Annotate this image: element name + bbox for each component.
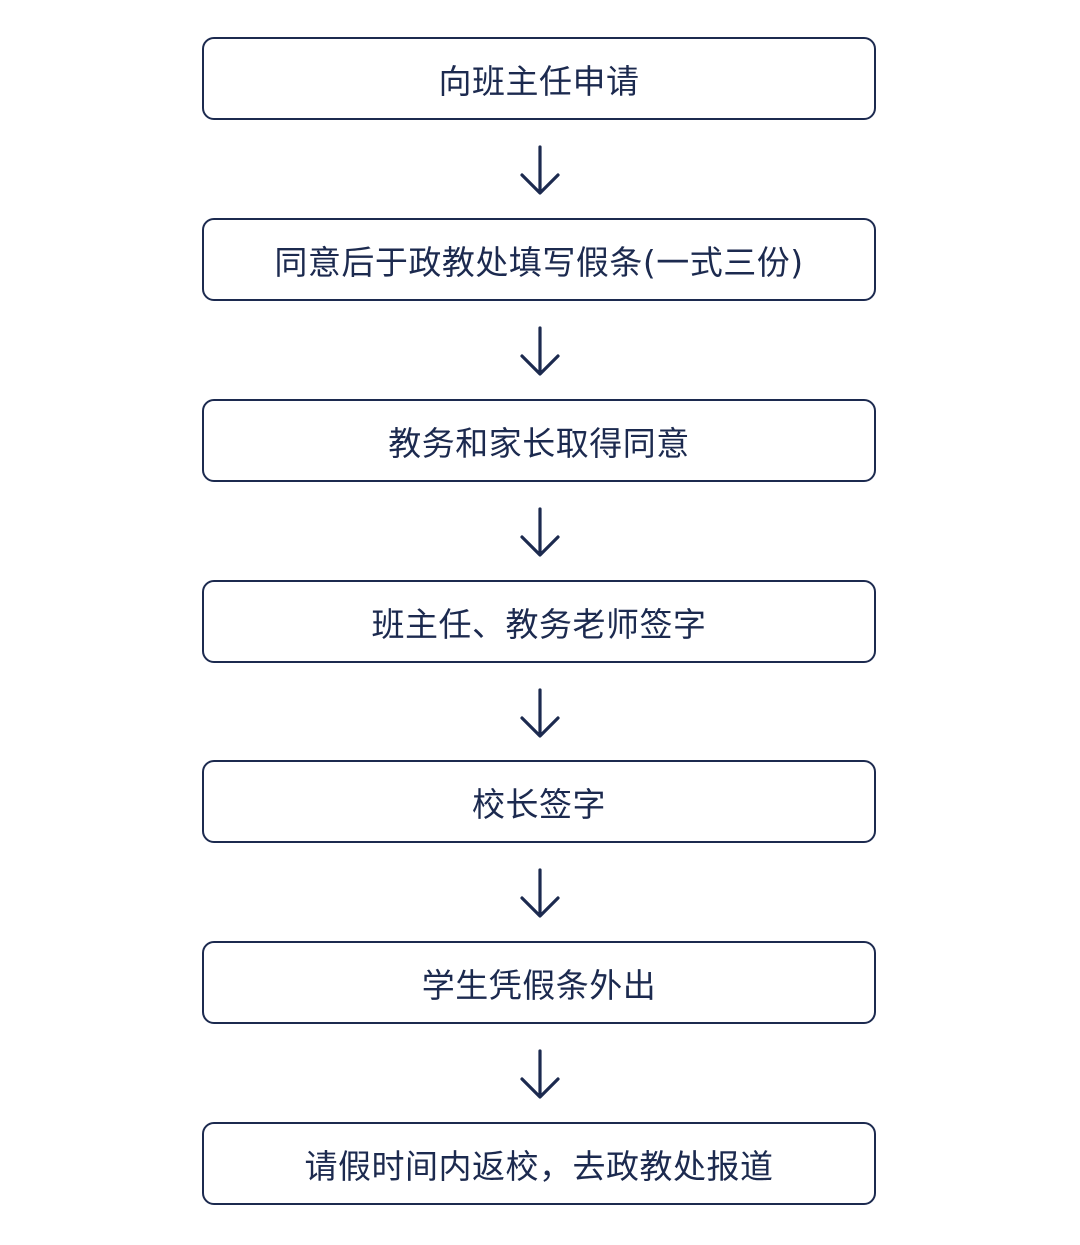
step-apply-to-head-teacher: 向班主任申请: [202, 37, 876, 120]
step-label: 教务和家长取得同意: [388, 423, 690, 463]
arrow-down-icon: [519, 688, 561, 740]
step-fill-leave-slip: 同意后于政教处填写假条(一式三份): [202, 218, 876, 301]
arrow-down-icon: [519, 868, 561, 920]
step-student-leaves: 学生凭假条外出: [202, 941, 876, 1024]
step-label: 请假时间内返校，去政教处报道: [304, 1146, 774, 1186]
step-get-consent: 教务和家长取得同意: [202, 399, 876, 482]
step-return-and-report: 请假时间内返校，去政教处报道: [202, 1122, 876, 1205]
arrow-down-icon: [519, 1049, 561, 1101]
arrow-down-icon: [519, 145, 561, 197]
step-label: 同意后于政教处填写假条(一式三份): [274, 242, 804, 282]
step-principal-signature: 校长签字: [202, 760, 876, 843]
arrow-down-icon: [519, 326, 561, 378]
arrow-down-icon: [519, 507, 561, 559]
step-label: 向班主任申请: [438, 61, 640, 101]
step-label: 班主任、教务老师签字: [371, 604, 707, 644]
step-label: 学生凭假条外出: [421, 965, 657, 1005]
step-label: 校长签字: [472, 784, 606, 824]
step-teacher-signatures: 班主任、教务老师签字: [202, 580, 876, 663]
